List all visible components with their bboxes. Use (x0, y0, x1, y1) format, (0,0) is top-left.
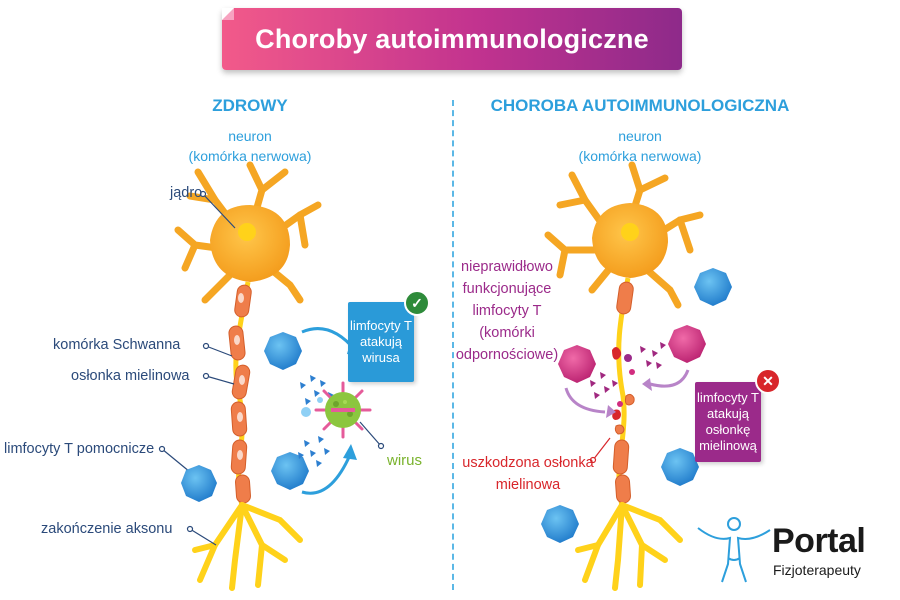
healthy-lymphocytes (181, 332, 309, 502)
check-badge-icon: ✓ (404, 290, 430, 316)
faulty-line: nieprawidłowo (461, 259, 553, 275)
banner-fold (222, 8, 234, 20)
portal-logo-figure-icon (697, 517, 771, 583)
box-line: atakują (707, 406, 749, 421)
box-line: limfocyty T (697, 390, 759, 405)
healthy-neuron (174, 161, 322, 591)
faulty-line: (komórki (479, 325, 535, 341)
virus (301, 381, 372, 439)
t-cells-attack-myelin-box: limfocyty T atakują osłonkę mielinową (695, 382, 761, 462)
faulty-line: limfocyty T (472, 303, 542, 319)
autoimmune-neuron-sublabel: (komórka nerwowa) (578, 148, 702, 164)
healthy-neuron-sublabel: (komórka nerwowa) (188, 148, 312, 164)
faulty-line: odpornościowe) (455, 347, 559, 363)
logo-subtitle: Fizjoterapeuty (773, 562, 861, 578)
title-banner: Choroby autoimmunologiczne (222, 8, 682, 70)
healthy-nucleus (238, 223, 256, 241)
box-line: limfocyty T (350, 318, 412, 333)
damaged-line: uszkodzona osłonka (462, 455, 594, 471)
label-damaged-myelin: uszkodzona osłonka mielinowa (458, 452, 598, 496)
label-axon-terminal: zakończenie aksonu (41, 521, 173, 537)
autoimmune-attack-arrows (564, 369, 690, 414)
healthy-heading: ZDROWY (212, 96, 288, 115)
autoimmune-heading: CHOROBA AUTOIMMUNOLOGICZNA (490, 96, 790, 115)
label-myelin-sheath: osłonka mielinowa (71, 368, 190, 384)
damaged-line: mielinowa (495, 477, 561, 493)
autoimmune-neuron-label: neuron (618, 128, 662, 144)
t-cells-attack-virus-box: limfocyty T atakują wirusa (348, 302, 414, 382)
healthy-neuron-label: neuron (228, 128, 272, 144)
page-title: Choroby autoimmunologiczne (255, 23, 649, 54)
panel-divider (452, 100, 454, 590)
cross-badge-icon: ✕ (755, 368, 781, 394)
box-line: osłonkę (705, 422, 751, 437)
autoimmune-nucleus (621, 223, 639, 241)
faulty-lymphocytes (558, 325, 706, 383)
label-faulty-t-cells: nieprawidłowo funkcjonujące limfocyty T … (452, 256, 562, 366)
box-line: atakują (360, 334, 402, 349)
label-helper-t-cells: limfocyty T pomocnicze (4, 441, 155, 457)
box-line: wirusa (362, 350, 400, 365)
autoimmune-blue-lymphocytes (541, 268, 732, 543)
logo-name: Portal (772, 522, 866, 560)
box-line: mielinową (699, 438, 757, 453)
faulty-line: funkcjonujące (462, 281, 552, 297)
label-schwann-cell: komórka Schwanna (53, 337, 181, 353)
label-virus: wirus (387, 452, 423, 469)
label-nucleus: jądro (170, 185, 203, 201)
autoimmune-neuron (544, 161, 704, 591)
